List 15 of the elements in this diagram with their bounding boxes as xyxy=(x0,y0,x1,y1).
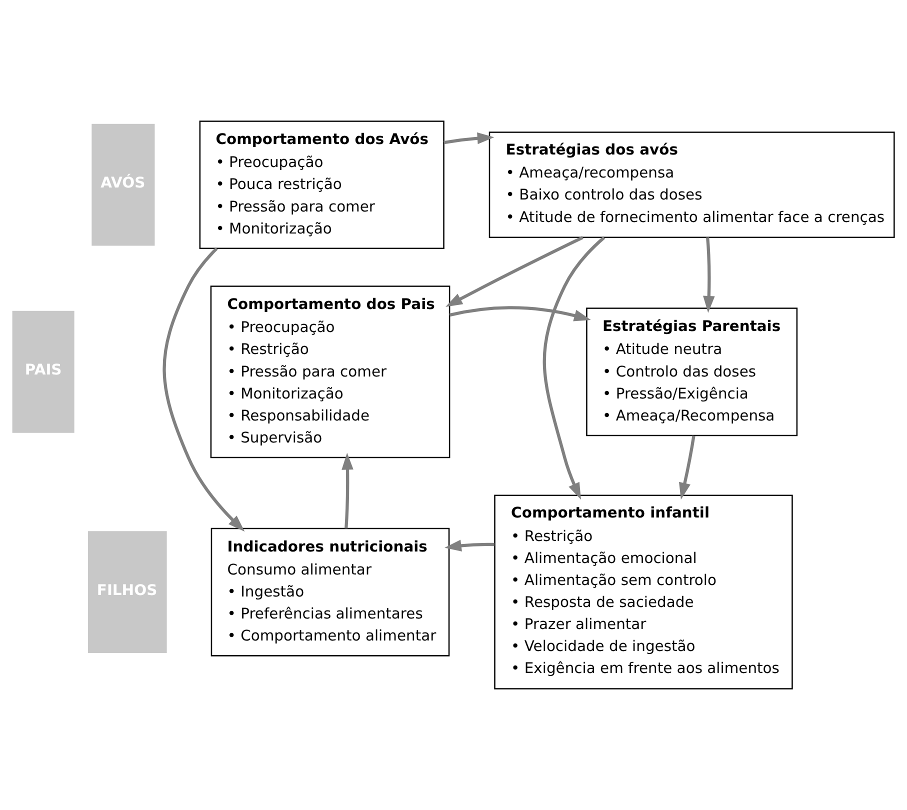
node-box: Indicadores nutricionais Consumo alimentar • Ingestão • Preferências alimentares • Comportamento alimentar xyxy=(210,528,450,656)
arrow xyxy=(444,132,494,144)
arrow xyxy=(703,237,715,313)
arrow xyxy=(444,540,494,552)
arrow xyxy=(449,306,591,322)
arrow xyxy=(162,247,245,532)
arrow xyxy=(342,452,354,529)
node-box: Comportamento dos Pais • Preocupação • Restrição • Pressão para comer • Monitorização • Responsabilidade • Supervisão xyxy=(210,286,450,458)
arrow xyxy=(542,236,606,500)
node-box: Comportamento infantil • Restrição • Alimentação emocional • Alimentação sem controlo • Resposta de saciedade • Prazer alimentar • Velocidade de ingestão • Exigência em frente aos alimentos xyxy=(494,494,793,690)
node-box: Comportamento dos Avós • Preocupação • Pouca restrição • Pressão para comer • Monitorização xyxy=(199,120,444,250)
node-box: Estratégias Parentais • Atitude neutra • Controlo das doses • Pressão/Exigência • Ameaça/Recompensa xyxy=(586,308,798,436)
arrow xyxy=(446,236,584,307)
arrow xyxy=(679,436,696,500)
node-box: Estratégias dos avós • Ameaça/recompensa • Baixo controlo das doses • Atitude de fornecimento alimentar face a crenças xyxy=(488,132,895,238)
